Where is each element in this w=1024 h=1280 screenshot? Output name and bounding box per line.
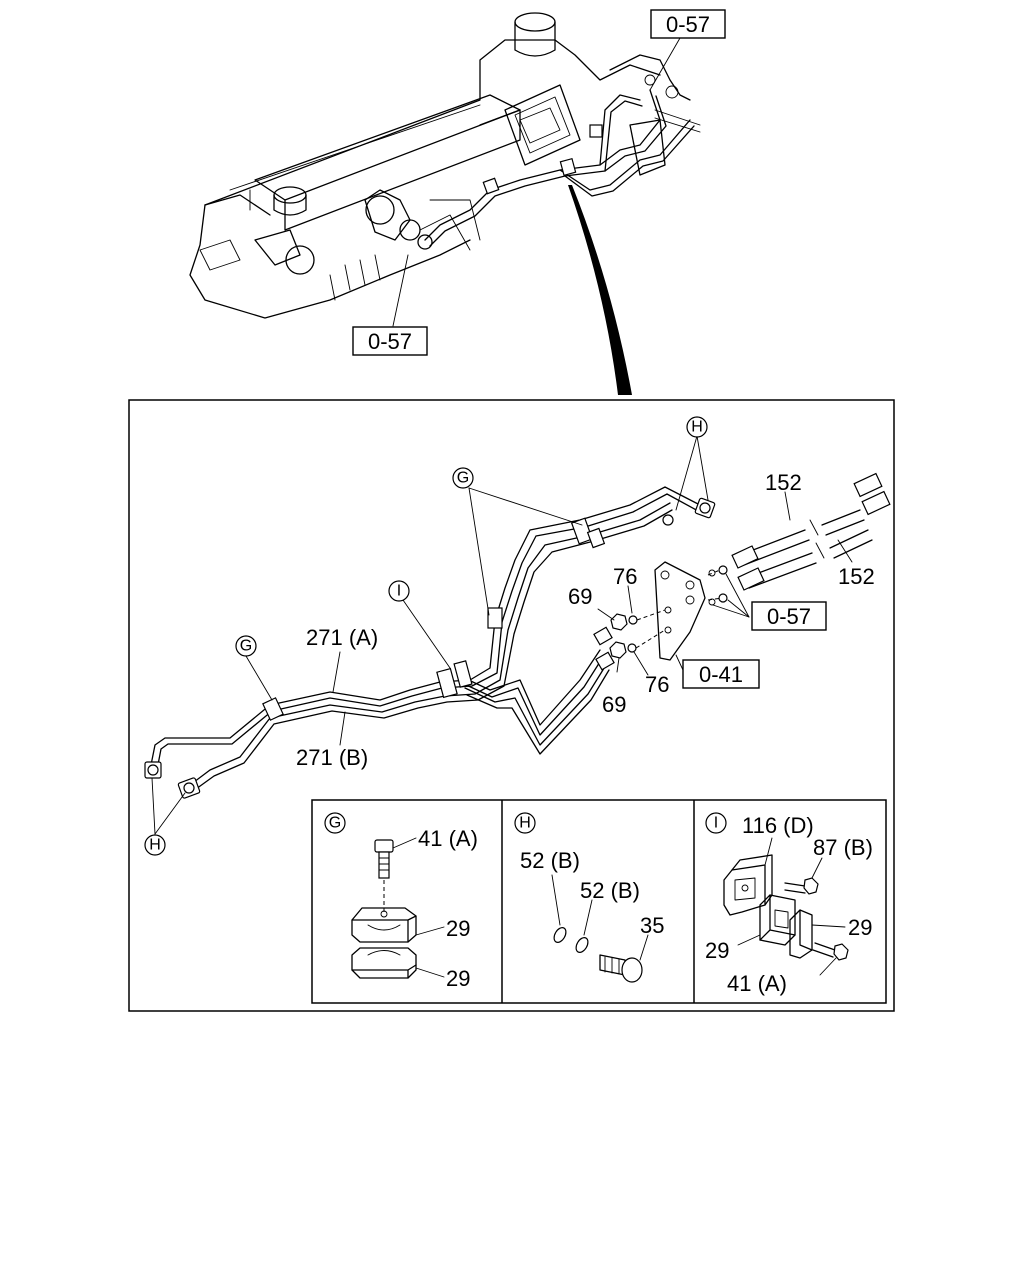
svg-text:G: G (457, 470, 469, 487)
detail-g: G 41 (A) 29 29 (324, 812, 478, 991)
detail-g-clamp-bottom-label: 29 (446, 966, 470, 991)
detail-i-bolt-label: 87 (B) (813, 835, 873, 860)
marker-i: I (388, 580, 410, 602)
detail-h: H 52 (B) 52 (B) 35 (514, 812, 664, 983)
part-label-271a: 271 (A) (306, 625, 378, 650)
detail-i-bracket-label: 116 (D) (742, 813, 814, 838)
svg-text:I: I (397, 583, 401, 600)
ref-label: 0-41 (699, 662, 743, 687)
pipe-fittings-left (144, 761, 201, 799)
main-frame (128, 399, 895, 1012)
ref-box-mount: 0-41 (682, 659, 760, 689)
hose-152-pair (731, 472, 891, 591)
detail-i-clamp-left-label: 29 (705, 938, 729, 963)
detail-i: I 116 (D) 87 (B) 29 29 41 (A) (705, 812, 873, 996)
ref-box-top-right: 0-57 (650, 9, 726, 39)
detail-g-bolt-label: 41 (A) (418, 826, 478, 851)
leader-lines (151, 435, 853, 835)
part-label-152-bottom: 152 (838, 564, 875, 589)
part-label-76-bottom: 76 (645, 672, 669, 697)
detail-panel-frame (311, 799, 887, 1004)
detail-h-bolt-label: 35 (640, 913, 664, 938)
svg-text:H: H (691, 419, 703, 436)
detail-h-washer1-label: 52 (B) (520, 848, 580, 873)
callout-arrow (568, 185, 632, 395)
marker-h-top: H (686, 416, 708, 438)
part-label-76-top: 76 (613, 564, 637, 589)
part-label-271b: 271 (B) (296, 745, 368, 770)
marker-h-bottom: H (144, 834, 166, 856)
detail-g-clamp-top-label: 29 (446, 916, 470, 941)
ref-box-bracket: 0-57 (751, 601, 827, 631)
svg-text:H: H (149, 837, 161, 854)
detail-i-bolt2-label: 41 (A) (727, 971, 787, 996)
marker-g-left: G (235, 635, 257, 657)
svg-text:G: G (329, 815, 341, 832)
ref-box-top-left: 0-57 (352, 326, 428, 356)
part-label-69-top: 69 (568, 584, 592, 609)
pipe-fittings-right (593, 497, 716, 671)
detail-h-washer2-label: 52 (B) (580, 878, 640, 903)
svg-text:G: G (240, 638, 252, 655)
ref-label: 0-57 (767, 604, 811, 629)
marker-g-top: G (452, 467, 474, 489)
engine-overview-illustration (189, 12, 701, 319)
fuel-pipes (149, 486, 701, 790)
mounting-bracket (609, 561, 728, 661)
ref-label: 0-57 (666, 12, 710, 37)
pipe-clamps (262, 517, 606, 721)
detail-i-clamp-right-label: 29 (848, 915, 872, 940)
part-label-69-bottom: 69 (602, 692, 626, 717)
part-label-152-top: 152 (765, 470, 802, 495)
svg-text:H: H (519, 815, 531, 832)
ref-label: 0-57 (368, 329, 412, 354)
svg-text:I: I (714, 815, 718, 832)
